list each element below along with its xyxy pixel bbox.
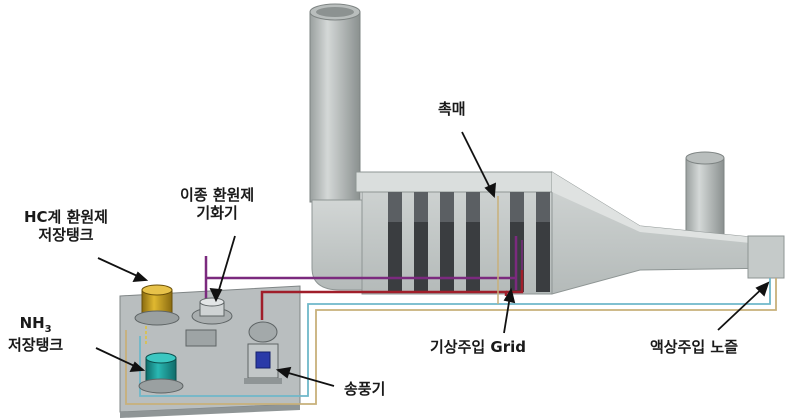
hc-storage-tank <box>134 284 180 326</box>
blower-label: 송풍기 <box>344 380 385 398</box>
vaporizer <box>185 297 233 347</box>
nh3-tank-label: NH3 저장탱크 <box>8 314 63 354</box>
nh3-storage-tank <box>138 352 184 394</box>
liquid-nozzle-label-text: 액상주입 노즐 <box>650 338 739 356</box>
hc-tank-label-line2: 저장탱크 <box>38 226 94 244</box>
catalyst-layers <box>388 192 550 292</box>
nh3-tank-label-line2: 저장탱크 <box>8 336 64 354</box>
nh3-tank-label-line1: NH3 <box>19 314 52 335</box>
callout-arrows <box>95 131 770 387</box>
vaporizer-label: 이종 환원제 기화기 <box>180 186 254 222</box>
hc-tank-label: HC계 환원제 저장탱크 <box>24 208 108 244</box>
gas-grid-label-text: 기상주입 Grid <box>430 338 527 356</box>
vaporizer-label-line2: 기화기 <box>196 204 238 222</box>
blower-label-text: 송풍기 <box>344 380 386 398</box>
nh3-subscript: 3 <box>44 324 52 335</box>
vaporizer-label-line1: 이종 환원제 <box>180 186 255 204</box>
catalyst-label: 촉매 <box>438 100 466 118</box>
liquid-nozzle-label: 액상주입 노즐 <box>650 338 738 356</box>
gas-grid-label: 기상주입 Grid <box>430 338 526 356</box>
hc-tank-label-line1: HC계 환원제 <box>24 208 108 226</box>
main-stack <box>309 3 361 203</box>
blower <box>244 321 282 384</box>
catalyst-label-text: 촉매 <box>438 100 466 118</box>
